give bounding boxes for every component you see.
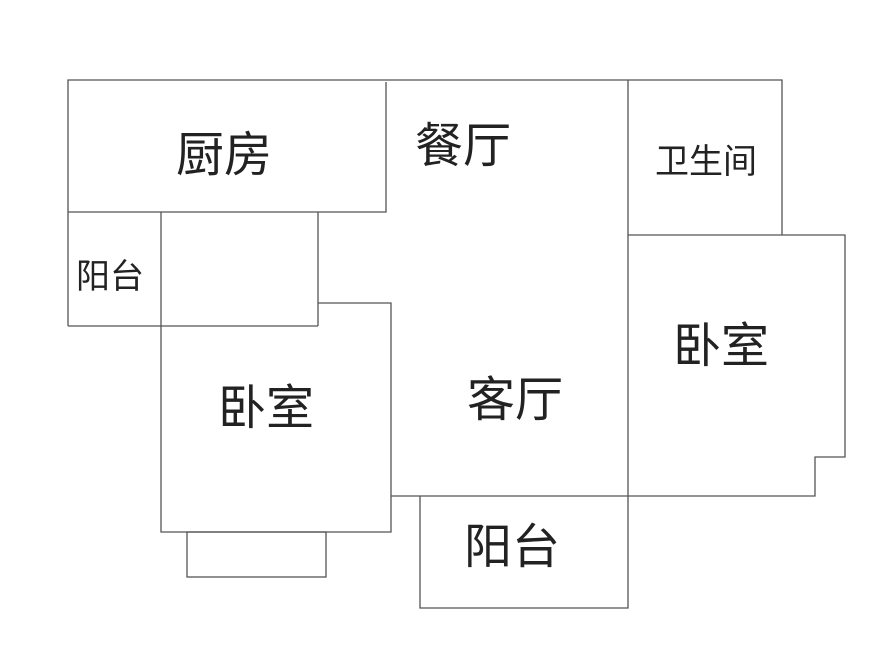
bedroom-right-wall — [628, 234, 846, 497]
balcony-bottom-wall — [419, 496, 629, 609]
kitchen-label: 厨房 — [176, 127, 273, 183]
outer-wall-top — [67, 79, 783, 326]
dining-label: 餐厅 — [415, 118, 512, 174]
bathroom-label: 卫生间 — [655, 142, 757, 182]
balcony-bottom-label: 阳台 — [464, 519, 561, 575]
bedroom-left-wall — [160, 302, 392, 533]
bedroom-left-bay — [186, 531, 327, 578]
kitchen-wall — [68, 82, 387, 213]
living-room-label: 客厅 — [467, 372, 564, 428]
balcony-left-label: 阳台 — [76, 257, 144, 297]
bedroom-right-label: 卧室 — [673, 318, 770, 374]
bedroom-left-label: 卧室 — [218, 380, 315, 436]
